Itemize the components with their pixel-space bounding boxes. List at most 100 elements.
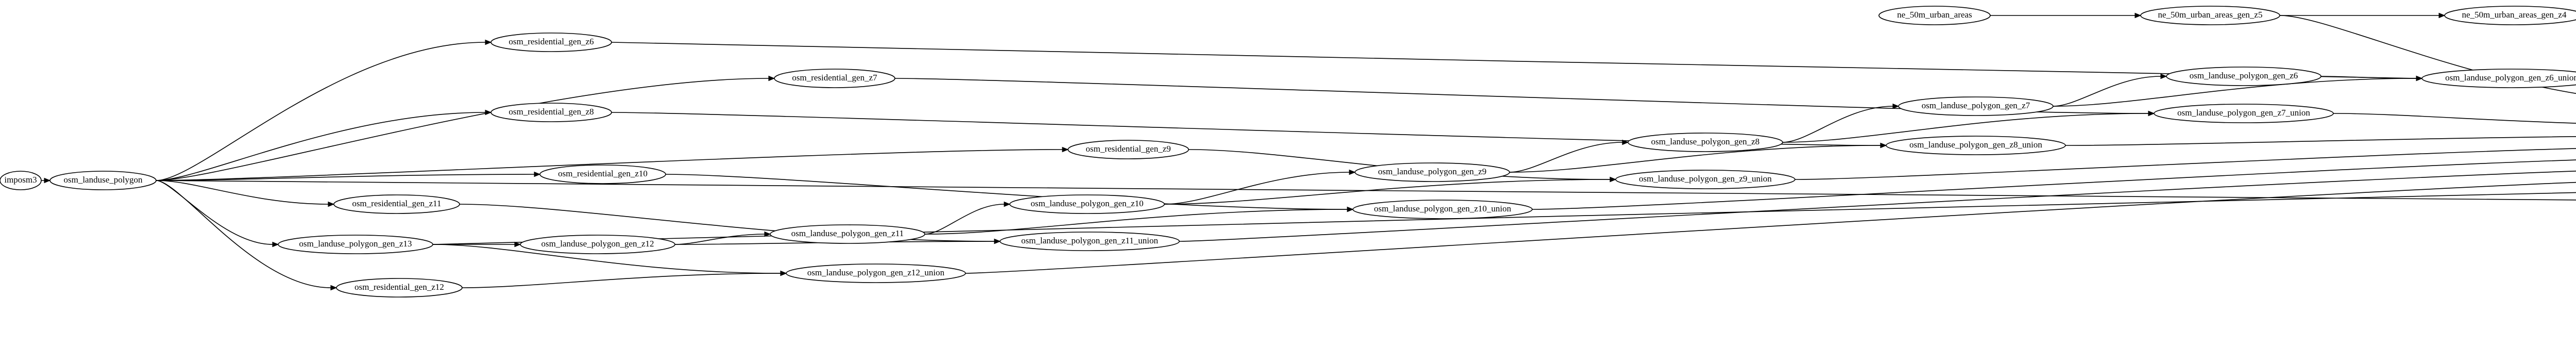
node-osm_landuse_polygon_gen_z7_union[interactable]: osm_landuse_polygon_gen_z7_union (2154, 104, 2334, 123)
node-ne_50m_urban_areas_gen_z4[interactable]: ne_50m_urban_areas_gen_z4 (2444, 6, 2576, 25)
node-ellipse (1354, 162, 1510, 182)
node-osm_landuse_polygon_gen_z6[interactable]: osm_landuse_polygon_gen_z6 (2166, 67, 2321, 86)
node-imposm3[interactable]: imposm3 (0, 171, 42, 190)
node-ellipse (1067, 140, 1189, 159)
node-ellipse (1886, 136, 2066, 155)
edge-arrowhead (994, 238, 1001, 244)
edge-arrowhead (780, 270, 787, 276)
edge-arrowhead (2160, 73, 2167, 79)
node-osm_residential_gen_z9[interactable]: osm_residential_gen_z9 (1067, 140, 1189, 159)
node-osm_landuse_polygon_gen_z7[interactable]: osm_landuse_polygon_gen_z7 (1898, 96, 2054, 116)
edge-arrowhead (1892, 103, 1900, 109)
node-label: osm_landuse_polygon_gen_z7_union (2177, 108, 2310, 118)
edge-osm_residential_gen_z9-to-osm_landuse_polygon_gen_z9_union (1188, 149, 1611, 180)
node-label: osm_landuse_polygon_gen_z10 (1030, 199, 1143, 208)
node-osm_landuse_polygon_gen_z11[interactable]: osm_landuse_polygon_gen_z11 (770, 224, 925, 244)
edge-arrowhead (44, 177, 51, 184)
node-osm_residential_gen_z10[interactable]: osm_residential_gen_z10 (539, 164, 666, 184)
edge-arrowhead (485, 109, 492, 116)
node-ellipse (1628, 133, 1783, 152)
edge-arrowhead (272, 241, 279, 248)
edge-ne_50m_urban_areas_gen_z5-to-layer_landuse_z5 (2279, 15, 2576, 94)
node-label: osm_landuse_polygon_gen_z13 (299, 239, 412, 249)
edge-arrowhead (1062, 146, 1069, 153)
edge-osm_landuse_polygon_gen_z8-to-osm_landuse_polygon_gen_z7 (1782, 106, 1893, 143)
node-label: osm_landuse_polygon_gen_z8 (1651, 137, 1760, 146)
node-ellipse (539, 164, 666, 184)
node-ne_50m_urban_areas_gen_z5[interactable]: ne_50m_urban_areas_gen_z5 (2140, 6, 2280, 25)
node-osm_landuse_polygon_gen_z13[interactable]: osm_landuse_polygon_gen_z13 (278, 235, 433, 254)
edge-osm_landuse_polygon_gen_z11-to-osm_landuse_polygon_gen_z10_union (924, 209, 1348, 235)
edge-osm_residential_gen_z12-to-osm_landuse_polygon_gen_z12_union (462, 273, 781, 288)
node-ellipse (1009, 194, 1165, 214)
edge-osm_landuse_polygon_gen_z12-to-osm_landuse_polygon_gen_z11 (674, 234, 765, 245)
node-label: osm_residential_gen_z6 (509, 37, 594, 46)
node-ellipse (1615, 170, 1795, 189)
edge-arrowhead (1004, 201, 1011, 207)
edge-arrowhead (514, 241, 521, 248)
edge-arrowhead (1349, 169, 1356, 175)
edge-osm_landuse_polygon_gen_z10-to-osm_landuse_polygon_gen_z9_union (1164, 179, 1611, 205)
node-osm_landuse_polygon_gen_z9_union[interactable]: osm_landuse_polygon_gen_z9_union (1615, 170, 1795, 189)
node-ellipse (0, 171, 42, 190)
node-ellipse (1352, 200, 1533, 219)
node-ellipse (336, 278, 463, 298)
node-osm_landuse_polygon_gen_z10[interactable]: osm_landuse_polygon_gen_z10 (1009, 194, 1165, 214)
edge-arrowhead (534, 171, 541, 177)
node-osm_residential_gen_z8[interactable]: osm_residential_gen_z8 (490, 103, 612, 122)
node-osm_landuse_polygon_gen_z8[interactable]: osm_landuse_polygon_gen_z8 (1628, 133, 1783, 152)
node-label: osm_landuse_polygon (64, 175, 143, 185)
node-osm_residential_gen_z7[interactable]: osm_residential_gen_z7 (774, 69, 895, 88)
node-label: osm_residential_gen_z9 (1086, 144, 1171, 154)
edge-osm_landuse_polygon_gen_z6-to-osm_landuse_polygon_gen_z6_union (2320, 76, 2417, 79)
edge-osm_landuse_polygon_gen_z9-to-osm_landuse_polygon_gen_z8_union (1509, 145, 1881, 173)
edge-arrowhead (2416, 75, 2423, 81)
node-ellipse (2166, 67, 2321, 86)
node-label: osm_landuse_polygon_gen_z7 (1922, 101, 2030, 110)
node-osm_residential_gen_z11[interactable]: osm_residential_gen_z11 (333, 194, 460, 214)
node-label: osm_landuse_polygon_gen_z10_union (1374, 204, 1512, 213)
node-label: ne_50m_urban_areas (1897, 10, 1972, 20)
node-osm_landuse_polygon_gen_z12[interactable]: osm_landuse_polygon_gen_z12 (520, 235, 675, 254)
edge-osm_landuse_polygon_gen_z7-to-osm_landuse_polygon_gen_z6_union (2053, 78, 2417, 107)
edge-arrowhead (2148, 110, 2155, 117)
node-osm_landuse_polygon_gen_z6_union[interactable]: osm_landuse_polygon_gen_z6_union (2421, 69, 2576, 88)
node-osm_landuse_polygon_gen_z12_union[interactable]: osm_landuse_polygon_gen_z12_union (786, 264, 966, 283)
edge-arrowhead (1622, 139, 1629, 145)
node-label: osm_residential_gen_z8 (509, 107, 594, 117)
node-label: osm_residential_gen_z12 (354, 282, 444, 292)
node-ellipse (1898, 96, 2054, 116)
node-label: osm_residential_gen_z11 (352, 199, 441, 208)
node-osm_landuse_polygon_gen_z8_union[interactable]: osm_landuse_polygon_gen_z8_union (1886, 136, 2066, 155)
node-ne_50m_urban_areas[interactable]: ne_50m_urban_areas (1878, 6, 1991, 25)
node-osm_landuse_polygon_gen_z10_union[interactable]: osm_landuse_polygon_gen_z10_union (1352, 200, 1533, 219)
edge-arrowhead (1880, 142, 1887, 149)
node-ellipse (774, 69, 895, 88)
edge-arrowhead (768, 75, 775, 81)
edge-osm_landuse_polygon_gen_z10_union-to-layer_landuse_z10 (1532, 159, 2576, 210)
node-ellipse (278, 235, 433, 254)
node-label: osm_residential_gen_z7 (792, 73, 877, 83)
edge-osm_landuse_polygon_gen_z7-to-osm_landuse_polygon_gen_z6 (2053, 76, 2161, 107)
nodes-layer: imposm3 osm_landuse_polygon osm_residentia… (0, 6, 2576, 298)
edge-osm_landuse_polygon_gen_z12-to-osm_landuse_polygon_gen_z11_union (674, 241, 995, 245)
node-label: osm_landuse_polygon_gen_z8_union (1909, 140, 2042, 150)
node-ellipse (999, 232, 1180, 251)
node-label: osm_landuse_polygon_gen_z6_union (2445, 73, 2576, 83)
node-osm_landuse_polygon_gen_z9[interactable]: osm_landuse_polygon_gen_z9 (1354, 162, 1510, 182)
node-ellipse (2444, 6, 2576, 25)
node-label: ne_50m_urban_areas_gen_z4 (2462, 10, 2567, 20)
node-osm_landuse_polygon[interactable]: osm_landuse_polygon (49, 171, 157, 190)
node-osm_residential_gen_z6[interactable]: osm_residential_gen_z6 (490, 32, 612, 52)
edge-osm_landuse_polygon-to-osm_landuse_polygon_gen_z13 (156, 180, 273, 245)
edge-arrowhead (330, 285, 337, 291)
node-osm_residential_gen_z12[interactable]: osm_residential_gen_z12 (336, 278, 463, 298)
node-osm_landuse_polygon_gen_z11_union[interactable]: osm_landuse_polygon_gen_z11_union (999, 232, 1180, 251)
edge-osm_landuse_polygon_gen_z12_union-to-layer_landuse_z12 (965, 182, 2576, 274)
edge-osm_landuse_polygon_gen_z8_union-to-layer_landuse_z8 (2065, 136, 2576, 146)
node-ellipse (520, 235, 675, 254)
edge-arrowhead (764, 231, 771, 237)
node-ellipse (786, 264, 966, 283)
edge-arrowhead (328, 201, 335, 207)
